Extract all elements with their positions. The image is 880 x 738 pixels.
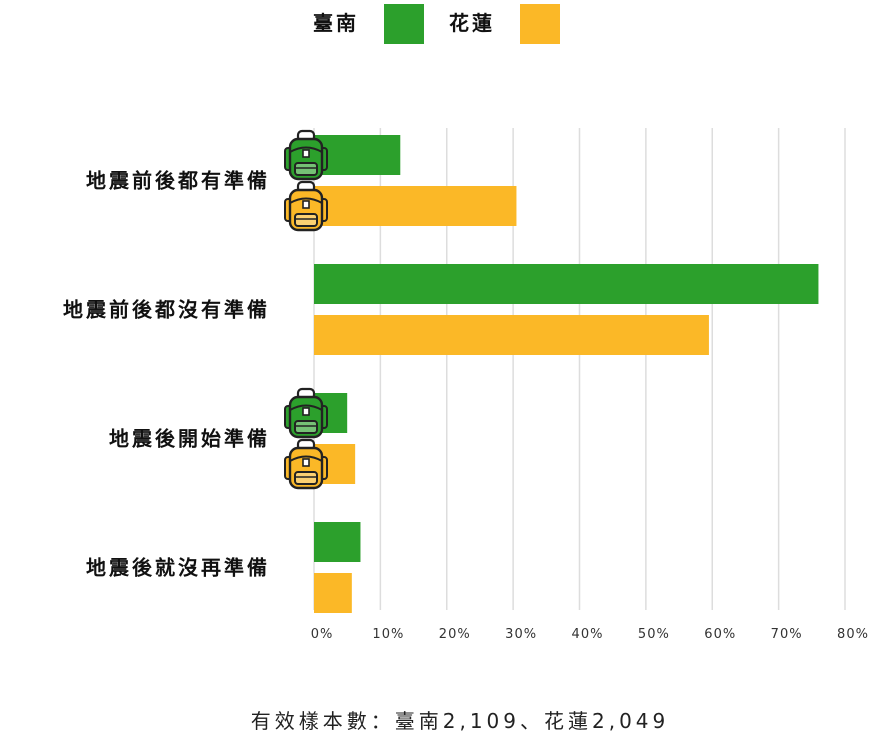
category-label: 地震前後都沒有準備 [63, 298, 270, 322]
sample-size-note: 有效樣本數：臺南2,109、花蓮2,049 [251, 709, 670, 733]
legend-swatch-hualien [520, 4, 560, 44]
legend-label-hualien: 花蓮 [449, 11, 495, 35]
x-tick-label: 80% [837, 627, 869, 642]
x-tick-label: 40% [572, 627, 604, 642]
x-tick-label: 10% [372, 627, 404, 642]
bar-hualien [314, 186, 517, 226]
x-tick-label: 20% [439, 627, 471, 642]
category-label: 地震後就沒再準備 [86, 556, 270, 580]
x-tick-label: 30% [505, 627, 537, 642]
legend: 臺南 花蓮 [313, 4, 560, 44]
category-label: 地震後開始準備 [109, 427, 270, 451]
bars [314, 135, 819, 613]
x-tick-label: 0% [311, 627, 334, 642]
bar-tainan [314, 522, 361, 562]
x-tick-label: 60% [704, 627, 736, 642]
x-tick-label: 70% [771, 627, 803, 642]
bar-hualien [314, 315, 709, 355]
bar-tainan [314, 264, 819, 304]
category-label: 地震前後都有準備 [86, 169, 270, 193]
x-tick-labels: 0% 10% 20% 30% 40% 50% 60% 70% 80% [311, 627, 869, 642]
bar-tainan [314, 135, 401, 175]
x-tick-label: 50% [638, 627, 670, 642]
legend-swatch-tainan [384, 4, 424, 44]
bar-hualien [314, 573, 352, 613]
legend-label-tainan: 臺南 [313, 11, 359, 35]
backpack-icons [283, 129, 329, 490]
